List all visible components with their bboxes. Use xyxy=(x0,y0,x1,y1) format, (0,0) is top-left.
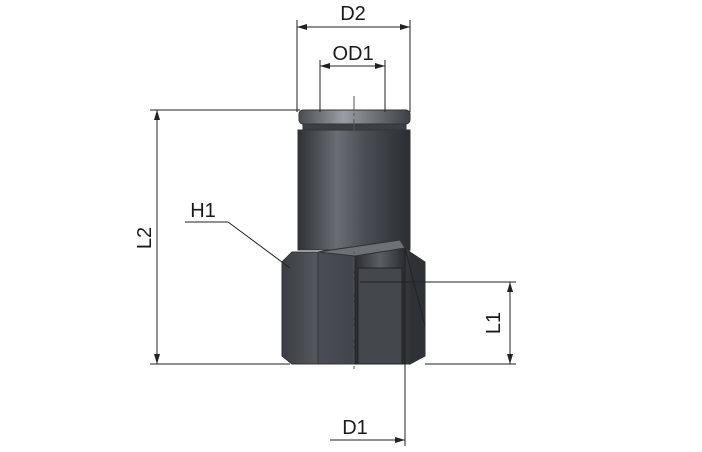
leader-h1: H1 xyxy=(185,200,291,269)
hex-right-face xyxy=(409,251,426,365)
dimension-l1: L1 xyxy=(360,281,516,365)
h1-label: H1 xyxy=(190,200,216,222)
dimension-d2: D2 xyxy=(296,3,411,112)
l2-label: L2 xyxy=(134,227,156,249)
d1-label: D1 xyxy=(342,417,368,439)
d2-label: D2 xyxy=(340,3,366,25)
od1-label: OD1 xyxy=(332,43,373,65)
dimension-d1: D1 xyxy=(330,247,426,446)
hex-left-face xyxy=(281,251,319,365)
dimension-od1: OD1 xyxy=(319,43,386,112)
bore-thread xyxy=(357,267,403,365)
l1-label: L1 xyxy=(483,312,505,334)
dimension-l2: L2 xyxy=(134,109,300,365)
fitting-part xyxy=(281,109,426,365)
